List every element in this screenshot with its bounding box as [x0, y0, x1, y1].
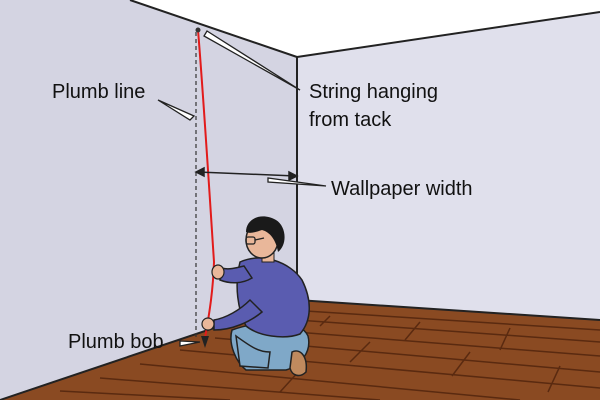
wallpaper-width-label: Wallpaper width [331, 178, 473, 200]
plumb-bob [201, 336, 209, 348]
label-pointers [157, 30, 327, 347]
person-kneeling [201, 216, 310, 377]
ceiling [0, 0, 600, 57]
left-wall [0, 0, 297, 400]
tack [195, 27, 201, 33]
wallpaper-width-dimension [194, 166, 299, 182]
string-label-line1: String hanging [309, 81, 438, 103]
string-label-line2: from tack [309, 109, 392, 131]
red-string [197, 29, 216, 339]
plumb-line-label: Plumb line [52, 81, 146, 103]
right-wall [297, 12, 600, 320]
plumb-bob-label: Plumb bob [68, 331, 164, 353]
